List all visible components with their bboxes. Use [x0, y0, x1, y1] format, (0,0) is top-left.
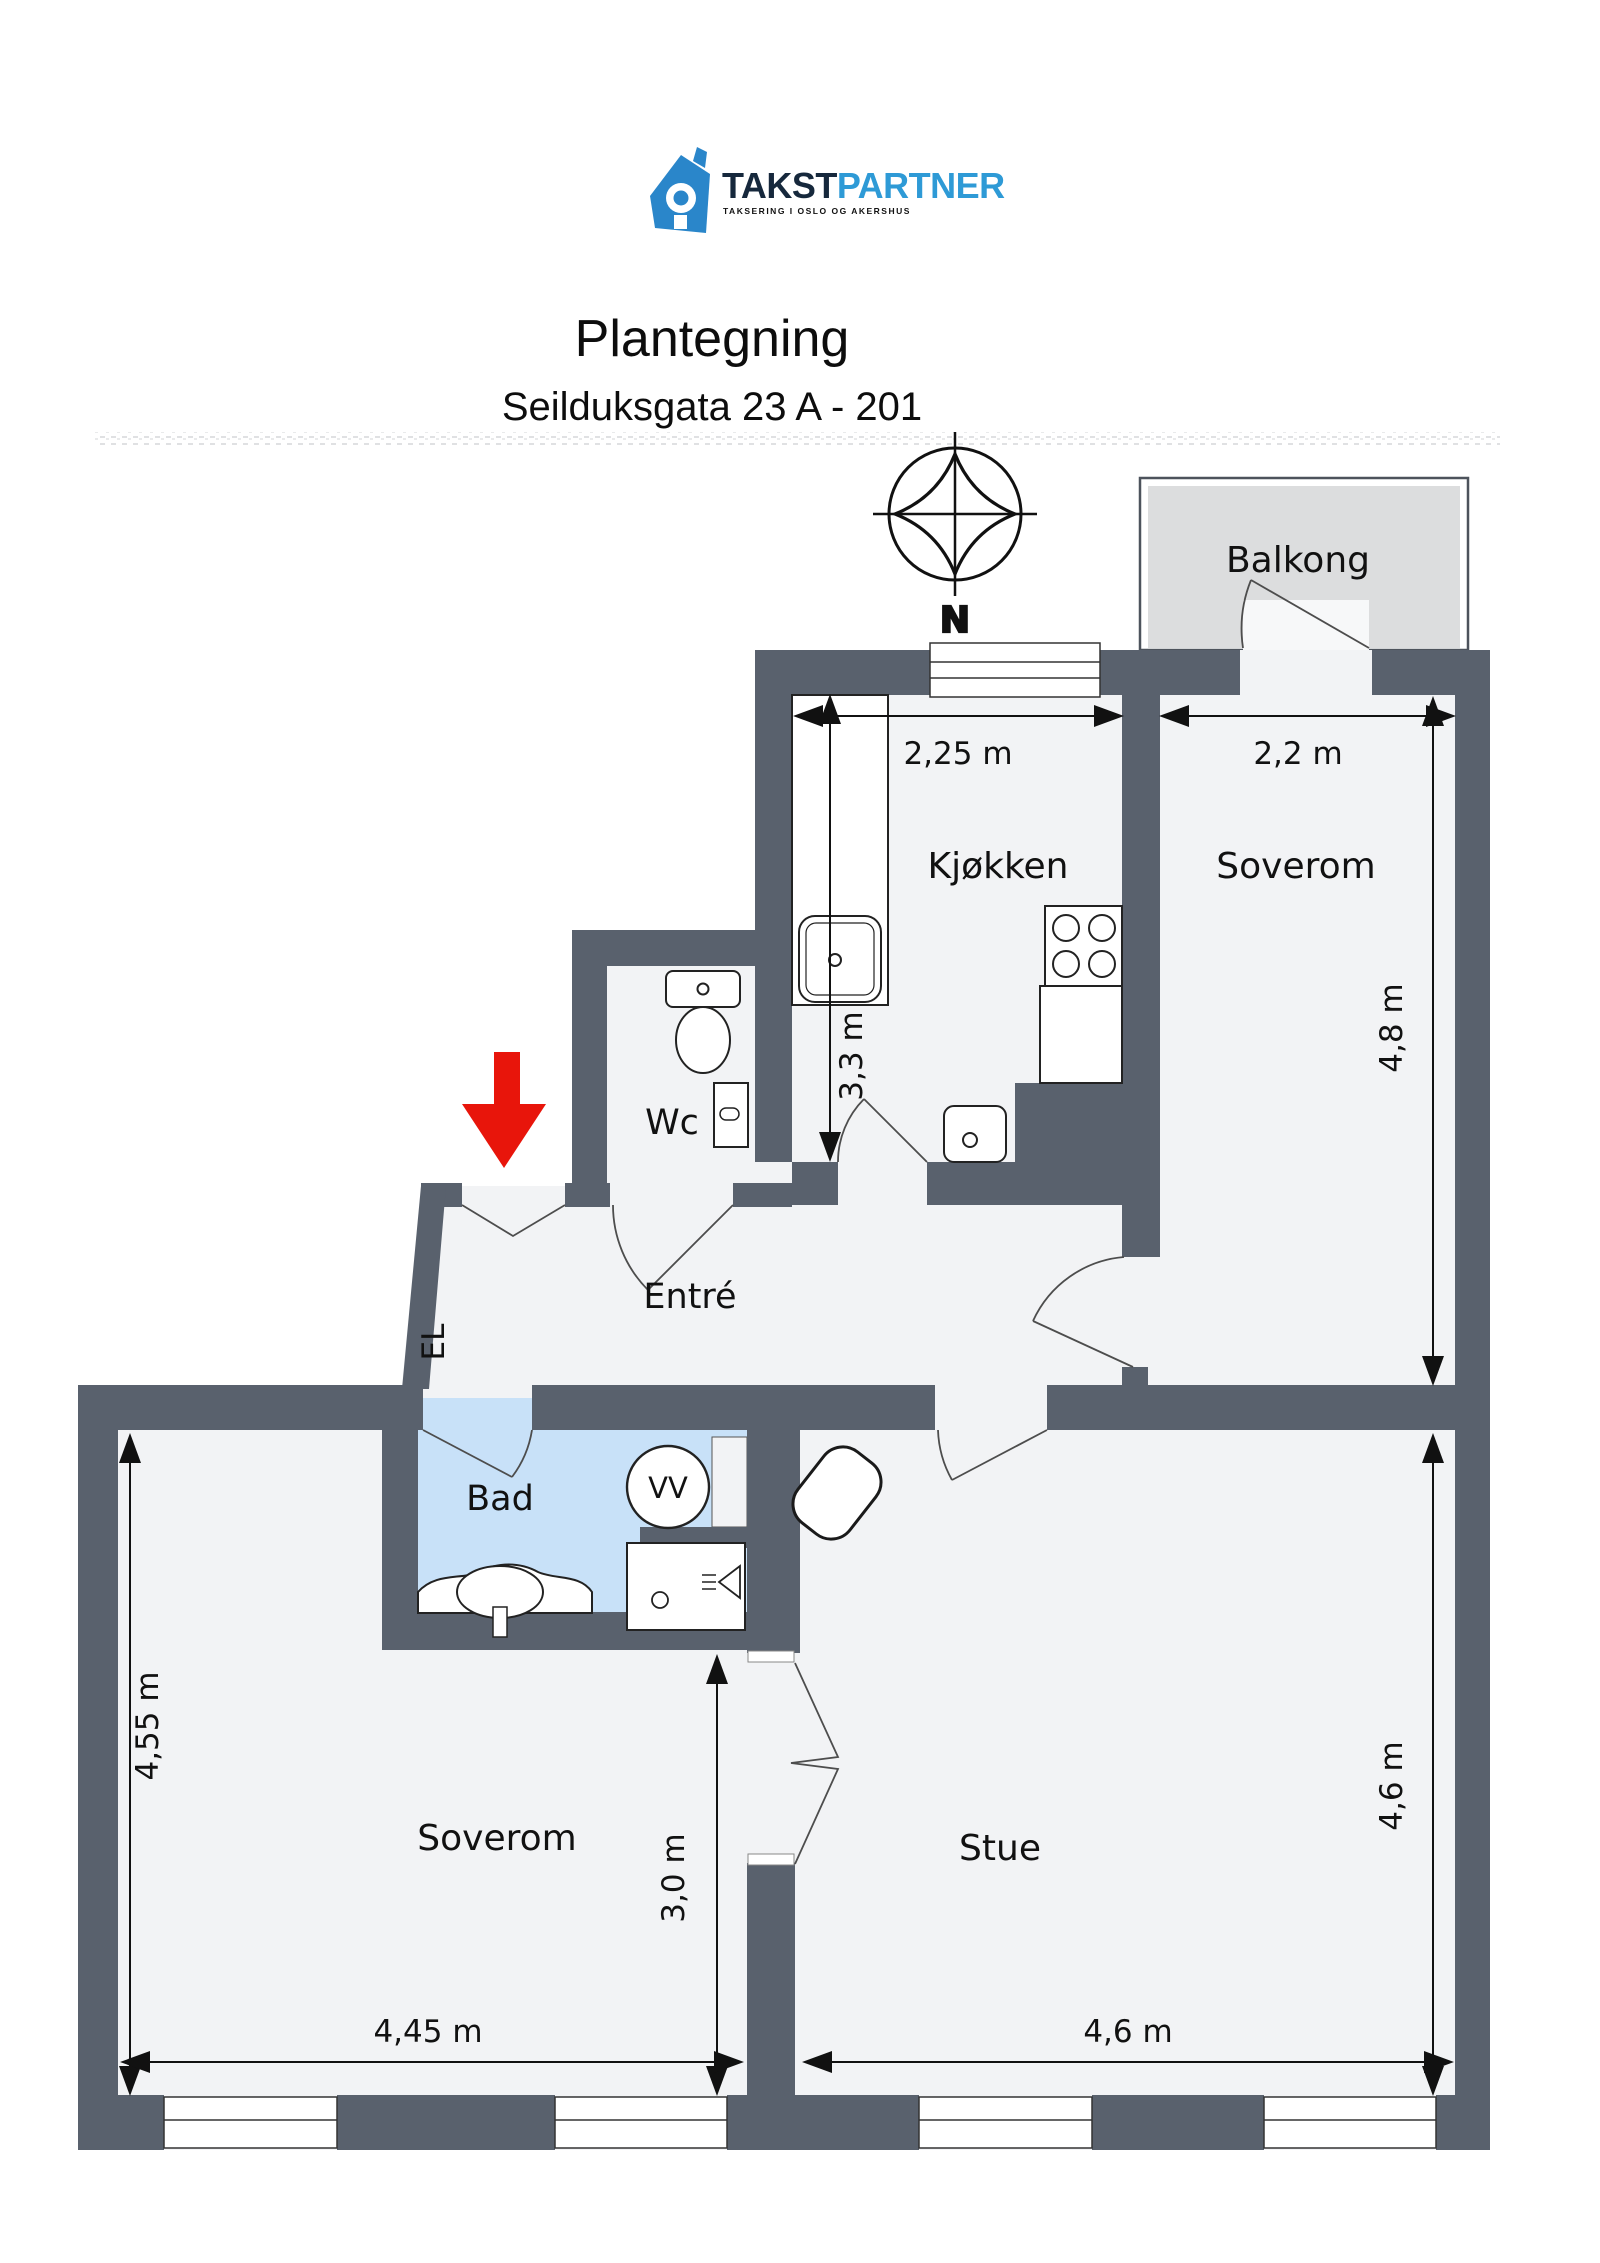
- entry-diagonal-wall: [402, 1186, 446, 1389]
- room-labels: Kjøkken Soverom Wc Entré EL Bad Soverom …: [416, 846, 1376, 1869]
- wc-sink-icon: [713, 1082, 749, 1148]
- entrance-arrow-icon: [462, 1052, 546, 1168]
- svg-text:3,0 m: 3,0 m: [656, 1833, 692, 1922]
- svg-text:2,25 m: 2,25 m: [903, 736, 1012, 772]
- compass-north-label: N: [940, 600, 970, 641]
- house-icon-door: [674, 215, 687, 229]
- bath-label: Bad: [466, 1479, 534, 1519]
- house-icon: [650, 147, 710, 233]
- windows: [163, 642, 1437, 2149]
- living-stool-icon: [791, 1445, 883, 1541]
- scan-texture-band: [95, 432, 1500, 445]
- wc-label: Wc: [645, 1103, 699, 1143]
- water-heater-icon: VV: [625, 1444, 711, 1530]
- bedroom-right-door: [1032, 1256, 1134, 1368]
- balcony: Balkong: [1138, 476, 1470, 652]
- svg-text:3,3 m: 3,3 m: [834, 1011, 870, 1100]
- svg-text:4,45 m: 4,45 m: [373, 2014, 482, 2050]
- compass-rose-icon: N: [873, 432, 1037, 642]
- svg-text:4,6 m: 4,6 m: [1083, 2014, 1172, 2050]
- bedroom-left-window-2: [554, 2096, 728, 2149]
- living-room-door: [937, 1429, 1048, 1481]
- balcony-label: Balkong: [1226, 540, 1370, 581]
- bedroom-right-label: Soverom: [1216, 846, 1375, 887]
- page-title: Plantegning: [575, 310, 850, 368]
- kitchen-sink-icon: [798, 915, 882, 1003]
- bedroom-left-label: Soverom: [417, 1818, 576, 1859]
- water-heater-label: VV: [648, 1471, 688, 1505]
- bedroom-living-double-door: [747, 1650, 840, 1866]
- kitchen-counter-2: [1039, 985, 1123, 1084]
- entrance-door: [461, 1204, 566, 1238]
- shower-icon: [626, 1542, 746, 1631]
- wc-door: [612, 1204, 734, 1291]
- svg-text:4,55 m: 4,55 m: [130, 1671, 166, 1780]
- living-label: Stue: [959, 1828, 1041, 1869]
- brand-tagline: TAKSERING I OSLO OG AKERSHUS: [723, 206, 911, 216]
- electrical-cabinet-label: EL: [416, 1323, 452, 1361]
- brand-logo: TAKSTPARTNER TAKSERING I OSLO OG AKERSHU…: [650, 147, 1006, 233]
- balcony-door-recess: [1243, 600, 1369, 650]
- dimensions: 2,25 m 3,3 m 2,2 m 4,8 m 4,55 m 3,0 m 4,…: [119, 694, 1456, 2096]
- kitchen-prep-sink-icon: [943, 1105, 1007, 1163]
- bedroom-left-window-1: [163, 2096, 338, 2149]
- walls: [78, 650, 1490, 2150]
- toilet-icon: [665, 970, 741, 1074]
- doors: [422, 579, 1370, 1866]
- bathroom-vanity-icon: [417, 1563, 593, 1638]
- hall-label: Entré: [643, 1277, 736, 1317]
- page-subtitle: Seilduksgata 23 A - 201: [502, 385, 922, 429]
- svg-text:2,2 m: 2,2 m: [1253, 736, 1342, 772]
- house-icon-chimney: [693, 147, 707, 168]
- balcony-door: [1240, 579, 1370, 649]
- brand-secondary: PARTNER: [837, 165, 1005, 206]
- bathroom-duct-niche: [711, 1436, 748, 1528]
- living-window-2: [1263, 2096, 1437, 2149]
- svg-text:4,8 m: 4,8 m: [1374, 983, 1410, 1072]
- bathroom-door: [422, 1429, 533, 1478]
- living-window-1: [918, 2096, 1093, 2149]
- kitchen-label: Kjøkken: [927, 846, 1068, 887]
- brand-primary: TAKST: [722, 165, 837, 206]
- brand-wordmark: TAKSTPARTNER: [722, 165, 1005, 206]
- kitchen-window: [929, 642, 1101, 698]
- stove-icon: [1044, 905, 1123, 987]
- svg-text:4,6 m: 4,6 m: [1374, 1741, 1410, 1830]
